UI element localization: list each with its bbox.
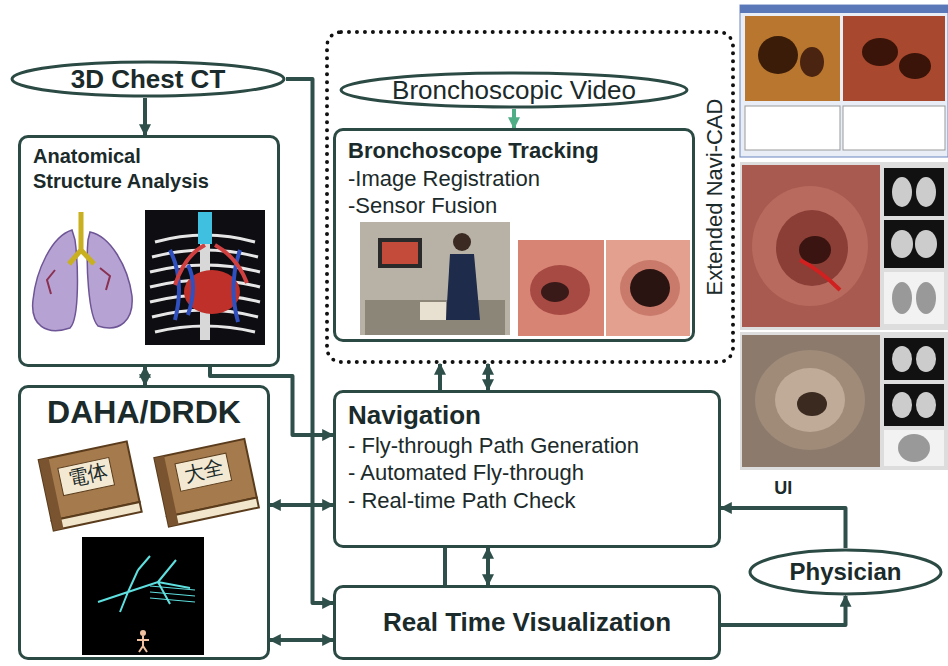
- process-box: Bronchoscope Tracking-Image Registration…: [333, 128, 695, 342]
- process-box: Navigation- Fly-through Path Generation-…: [333, 390, 721, 548]
- input-label: Bronchoscopic Video: [392, 74, 636, 107]
- bullet-item: -Image Registration: [348, 165, 680, 193]
- endoscope-image: [518, 240, 690, 336]
- book-icon: [39, 441, 142, 530]
- connector-arrow: [486, 364, 490, 390]
- tree-graph: [82, 537, 204, 655]
- actor-label: Physician: [789, 557, 901, 587]
- input-ellipse: 3D Chest CT: [10, 60, 286, 98]
- screenshot-panel: [740, 5, 948, 157]
- connector-arrow: [721, 596, 846, 625]
- connector-arrow: [270, 638, 333, 642]
- box-title: Navigation: [348, 399, 706, 432]
- book-title: 電体: [66, 458, 111, 493]
- box-title: Real Time Visualization: [383, 606, 671, 639]
- ellipse-outline-shape: [12, 62, 284, 96]
- bullet-item: - Real-time Path Check: [348, 487, 706, 515]
- connector-arrow: [721, 508, 846, 548]
- input-label: 3D Chest CT: [71, 63, 226, 96]
- input-ellipse: Bronchoscopic Video: [339, 71, 689, 109]
- database-box: DAHA/DRDK: [18, 385, 270, 660]
- process-box: Real Time Visualization: [333, 585, 721, 660]
- actor-ellipse: Physician: [748, 548, 943, 596]
- connector-arrow: [438, 364, 442, 390]
- edge-label: UI: [771, 478, 795, 499]
- analysis-box: Anatomical Structure Analysis: [18, 135, 280, 367]
- group-label: Extended Navi-CAD: [701, 99, 729, 296]
- lab-photo: [360, 222, 510, 335]
- ellipse-outline-shape: [341, 73, 687, 107]
- ellipse-outline-shape: [750, 550, 941, 594]
- box-title: Bronchoscope Tracking: [348, 137, 680, 165]
- screenshot-panel: [740, 332, 948, 470]
- connector-arrow: [143, 367, 147, 385]
- bullet-item: - Fly-through Path Generation: [348, 432, 706, 460]
- book-title: 大全: [182, 454, 227, 489]
- lung-model: [33, 212, 133, 331]
- connector-arrow: [512, 109, 516, 128]
- bullet-item: -Sensor Fusion: [348, 192, 680, 220]
- connector-arrow: [270, 503, 333, 507]
- box-title: DAHA/DRDK: [31, 392, 257, 432]
- chest-rendering: [145, 210, 265, 345]
- book-icon: [154, 439, 259, 527]
- group-region: Extended Navi-CAD Bronchoscopic VideoBron…: [325, 30, 735, 364]
- screenshot-panel: [740, 162, 948, 330]
- connector-arrow: [486, 548, 490, 585]
- box-title: Anatomical Structure Analysis: [33, 144, 228, 194]
- connector-arrow: [143, 98, 147, 135]
- bullet-item: - Automated Fly-through: [348, 459, 706, 487]
- connector-arrow: [443, 548, 447, 585]
